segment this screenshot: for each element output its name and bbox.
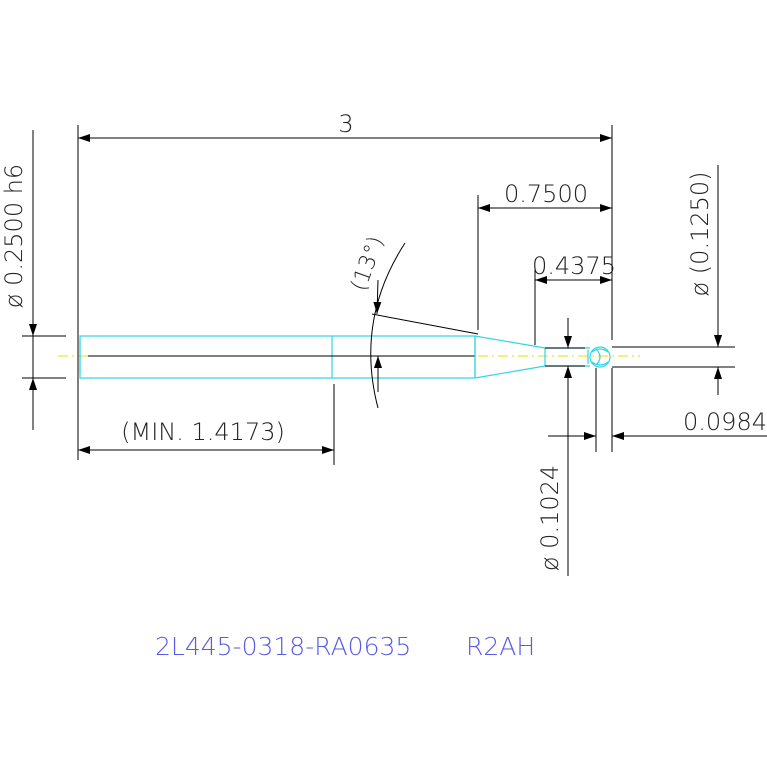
ball-nose	[587, 346, 611, 368]
shank-diameter-label: ø 0.2500 h6	[0, 164, 28, 308]
shank-min-length-label: (MIN. 1.4173)	[121, 418, 285, 446]
dim-overall-length: 3	[77, 110, 613, 460]
dim-radius-offset: 0.0984	[548, 368, 767, 452]
shank-outline	[79, 335, 476, 379]
neck-diameter-label: ø 0.1024	[536, 465, 564, 571]
dim-neck-length: 0.7500	[477, 180, 612, 330]
overall-length-label: 3	[338, 110, 353, 138]
dim-neck-diameter: ø 0.1024	[536, 318, 585, 576]
neck-length-label: 0.7500	[504, 180, 588, 208]
part-label: 2L445-0318-RA0635 R2AH	[155, 632, 535, 661]
taper-bottom	[474, 365, 590, 379]
dim-ball-diameter: ø (0.1250)	[612, 165, 735, 395]
part-number: 2L445-0318-RA0635	[155, 632, 411, 661]
part-code: R2AH	[466, 632, 535, 661]
taper-top	[474, 335, 590, 349]
dim-taper-angle: (13°)	[347, 233, 479, 409]
reach-length-label: 0.4375	[532, 252, 616, 280]
ball-diameter-label: ø (0.1250)	[686, 171, 714, 296]
radius-offset-label: 0.0984	[683, 408, 767, 436]
dim-reach-length: 0.4375	[532, 252, 616, 345]
tool-body	[79, 335, 611, 379]
dim-shank-min-length: (MIN. 1.4173)	[78, 384, 335, 465]
dim-shank-diameter: ø 0.2500 h6	[0, 130, 66, 430]
